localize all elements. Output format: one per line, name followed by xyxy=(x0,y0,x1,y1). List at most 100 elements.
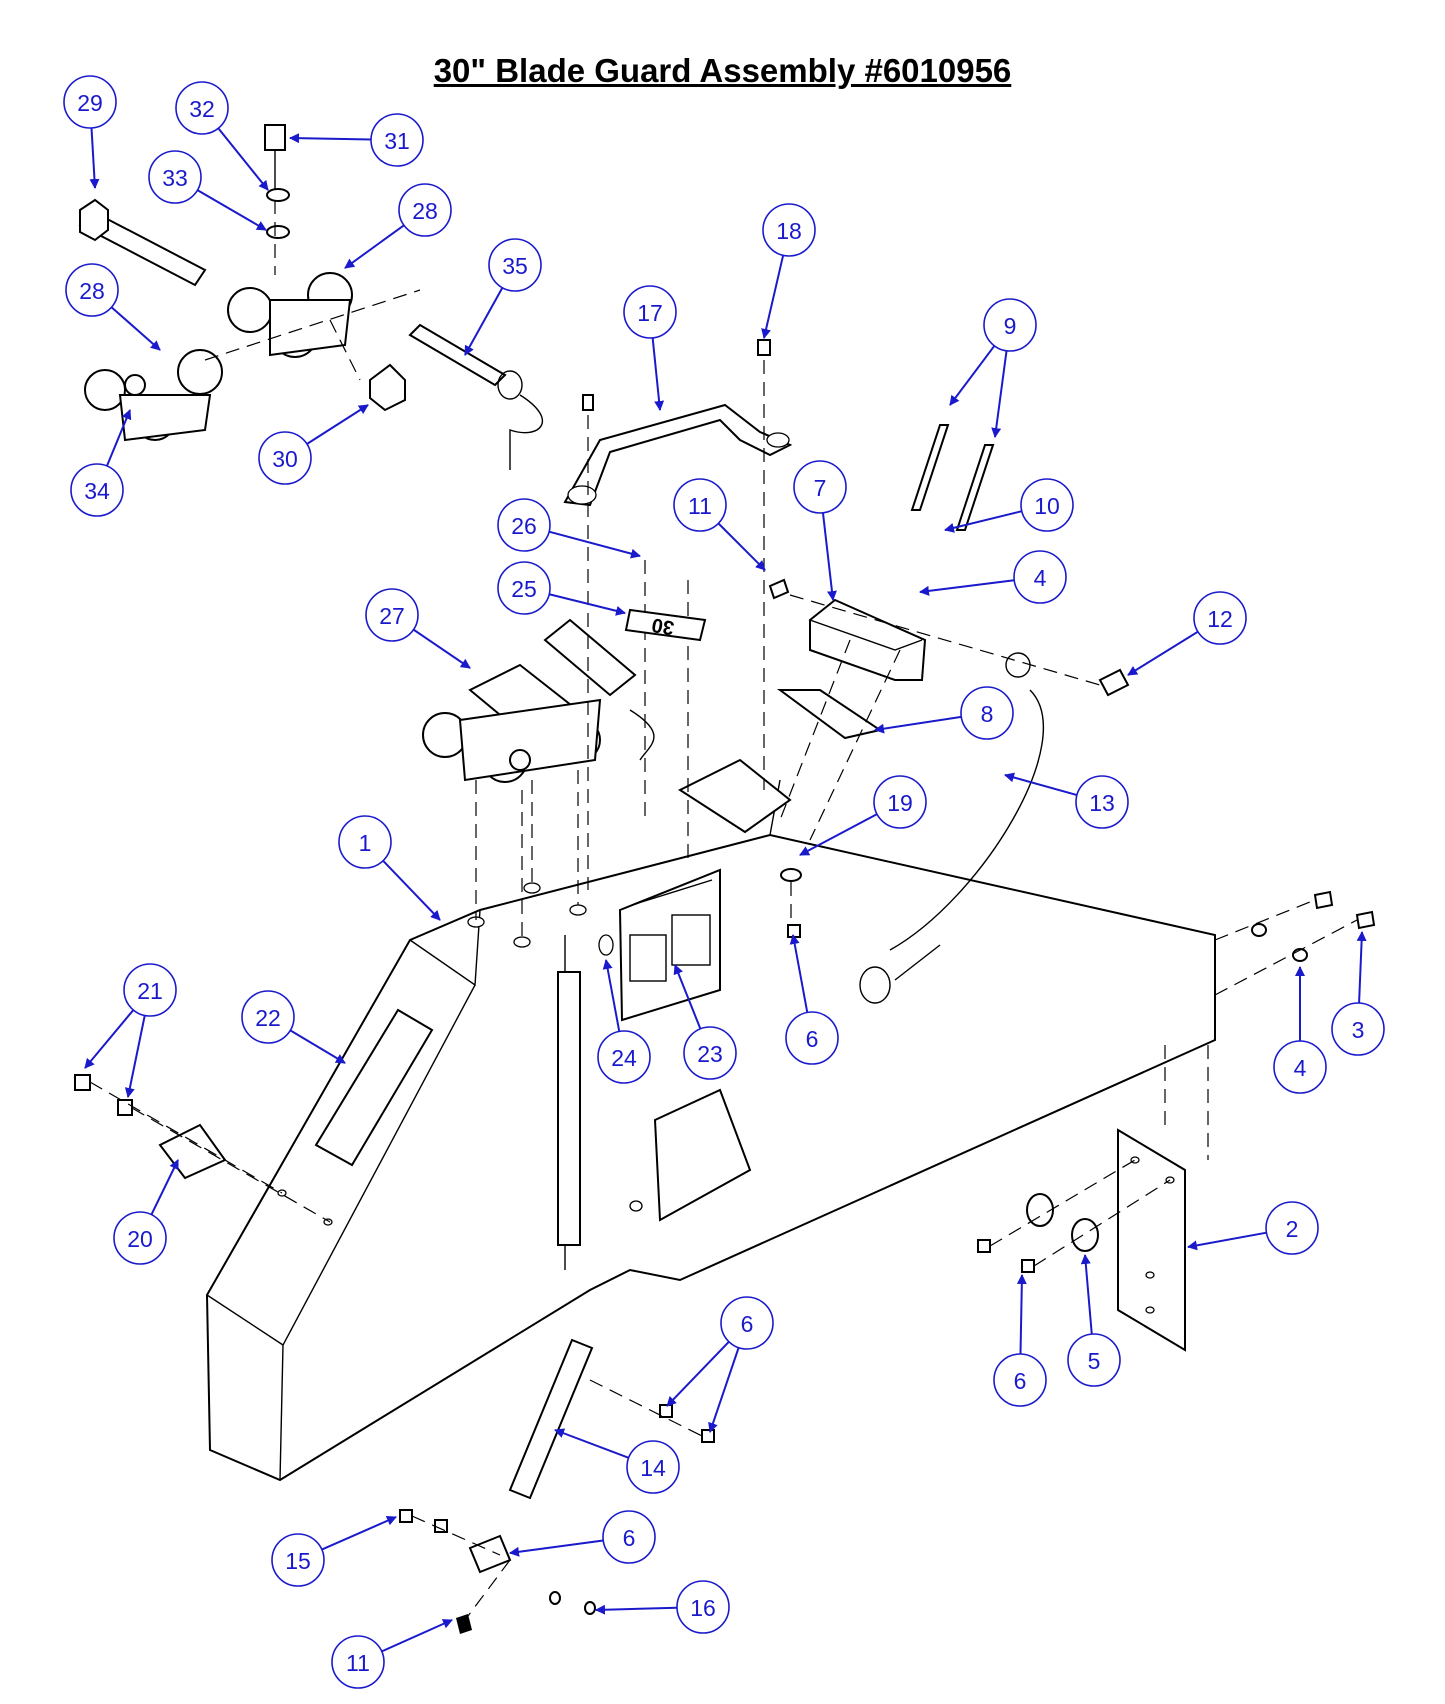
callout-number: 10 xyxy=(1034,493,1060,519)
callout-leader xyxy=(1356,931,1367,1004)
callout-number: 6 xyxy=(623,1525,636,1551)
callout-circle xyxy=(1273,1040,1327,1094)
callout-number: 14 xyxy=(640,1455,666,1481)
callout-number: 18 xyxy=(776,218,802,244)
callout-leader xyxy=(382,860,441,921)
callout-number: 4 xyxy=(1034,565,1047,591)
callout-number: 7 xyxy=(814,475,827,501)
callout-leader xyxy=(321,1516,397,1551)
callout-leader xyxy=(666,1341,730,1407)
callout-bubble: 2 xyxy=(1265,1201,1319,1255)
callout-bubble: 26 xyxy=(497,498,551,552)
callout-number: 6 xyxy=(806,1026,819,1052)
size-decal: 30 xyxy=(624,608,707,642)
callout-number: 8 xyxy=(981,701,994,727)
callout-bubble: 13 xyxy=(1075,775,1129,829)
callout-leader xyxy=(949,345,996,406)
callout-bubble: 15 xyxy=(271,1533,325,1587)
callout-bubble: 33 xyxy=(148,150,202,204)
callout-bubble: 22 xyxy=(241,990,295,1044)
callout-bubble: 5 xyxy=(1067,1333,1121,1387)
callout-number: 17 xyxy=(637,300,663,326)
block xyxy=(808,598,927,681)
callout-number: 16 xyxy=(690,1595,716,1621)
callout-bubble: 18 xyxy=(762,203,816,257)
callout-leader xyxy=(708,1347,740,1433)
callout-leader xyxy=(548,530,641,559)
callout-circle xyxy=(1265,1201,1319,1255)
callout-number: 29 xyxy=(77,90,103,116)
callout-bubble: 12 xyxy=(1193,591,1247,645)
callout-number: 25 xyxy=(511,576,537,602)
callout-leader xyxy=(673,964,702,1030)
callout-leader xyxy=(651,337,665,411)
callout-bubble: 35 xyxy=(488,238,542,292)
callout-number: 22 xyxy=(255,1005,281,1031)
callout-bubble: 27 xyxy=(365,588,419,642)
callout-circle xyxy=(602,1510,656,1564)
callout-bubble: 23 xyxy=(683,1026,737,1080)
callout-leader xyxy=(84,1009,135,1069)
callout-number: 3 xyxy=(1352,1017,1365,1043)
callout-number: 24 xyxy=(611,1045,637,1071)
callout-number: 5 xyxy=(1088,1348,1101,1374)
callout-circle xyxy=(1193,591,1247,645)
callout-circle xyxy=(148,150,202,204)
callout-number: 9 xyxy=(1004,313,1017,339)
callout-bubble: 16 xyxy=(676,1580,730,1634)
callout-number: 26 xyxy=(511,513,537,539)
callout-circle xyxy=(398,183,452,237)
callout-leader xyxy=(944,510,1022,533)
pivot-plate xyxy=(776,689,883,740)
callout-leader xyxy=(217,127,269,191)
callout-number: 32 xyxy=(189,96,215,122)
callout-leader xyxy=(196,189,267,231)
callout-number: 2 xyxy=(1286,1216,1299,1242)
callout-circle xyxy=(175,81,229,135)
callout-number: 6 xyxy=(741,1311,754,1337)
callout-bubble: 6 xyxy=(602,1510,656,1564)
callout-number: 19 xyxy=(887,790,913,816)
callout-circle xyxy=(370,113,424,167)
callout-circle xyxy=(63,75,117,129)
callout-number: 13 xyxy=(1089,790,1115,816)
callout-bubble: 11 xyxy=(673,478,727,532)
callout-circle xyxy=(271,1533,325,1587)
callout-leader xyxy=(595,1604,678,1615)
callout-bubble: 17 xyxy=(623,285,677,339)
callout-bubble: 21 xyxy=(123,963,177,1017)
callout-number: 35 xyxy=(502,253,528,279)
wheel-assembly-upper xyxy=(78,198,406,442)
lock-pin xyxy=(408,323,543,470)
callout-circle xyxy=(793,460,847,514)
callout-circle xyxy=(676,1580,730,1634)
callout-leader xyxy=(548,593,626,616)
callout-number: 11 xyxy=(346,1650,370,1676)
callout-circle xyxy=(673,478,727,532)
callout-leader xyxy=(289,133,372,144)
callout-bubble: 20 xyxy=(113,1211,167,1265)
callout-number: 28 xyxy=(412,198,438,224)
callout-leader xyxy=(919,579,1015,596)
callout-leader xyxy=(717,522,766,571)
warning-decal xyxy=(618,868,721,1022)
callout-circle xyxy=(1020,478,1074,532)
callout-bubble: 34 xyxy=(70,463,124,517)
support-strut xyxy=(508,1338,594,1500)
callout-circle xyxy=(338,815,392,869)
callout-number: 4 xyxy=(1294,1055,1307,1081)
callout-circle xyxy=(597,1030,651,1084)
callout-bubble: 4 xyxy=(1013,550,1067,604)
callout-number: 27 xyxy=(379,603,405,629)
assembly-centerlines xyxy=(89,200,1358,1621)
callout-circle xyxy=(623,285,677,339)
callout-circle xyxy=(113,1211,167,1265)
callout-leader xyxy=(289,1029,346,1064)
callout-circle xyxy=(960,686,1014,740)
callout-circle xyxy=(365,588,419,642)
callout-leader xyxy=(381,1619,453,1653)
callout-circle xyxy=(258,431,312,485)
callout-bubble: 1 xyxy=(338,815,392,869)
diagram-title: 30" Blade Guard Assembly #6010956 xyxy=(433,52,1012,89)
callout-number: 33 xyxy=(162,165,188,191)
